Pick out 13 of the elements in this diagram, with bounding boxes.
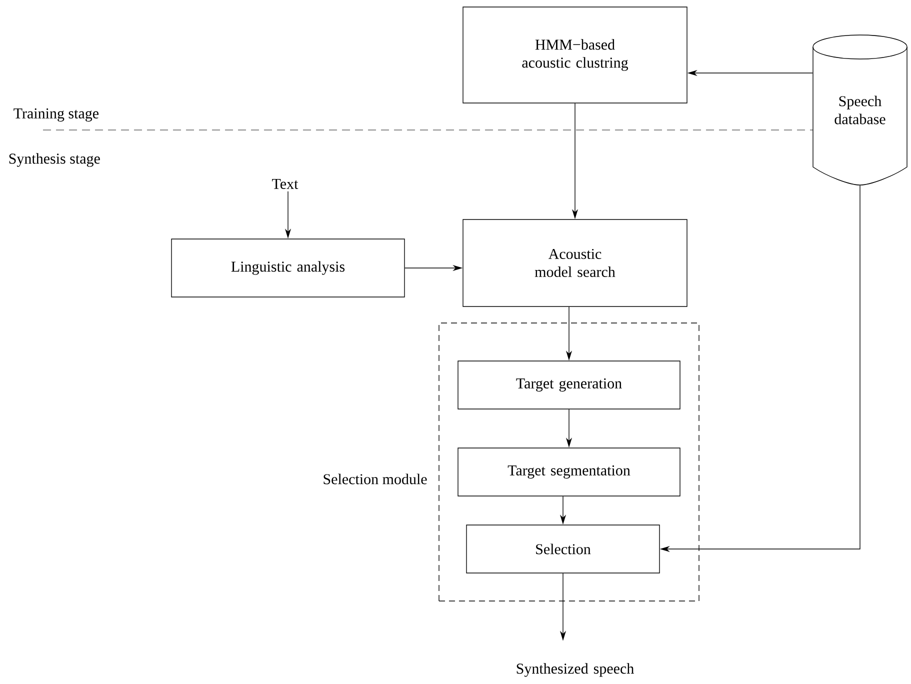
text-label: Synthesized speech <box>516 663 634 677</box>
node-label: Speech database <box>834 96 886 124</box>
process-box: Target segmentation <box>458 448 680 496</box>
process-box: Selection <box>466 524 660 574</box>
process-box: Target generation <box>458 360 680 410</box>
database-cylinder: Speech database <box>812 34 908 186</box>
stage-label: Synthesis stage <box>9 153 100 167</box>
process-box: Linguistic analysis <box>171 238 405 298</box>
process-box: Acoustic model search <box>462 219 688 307</box>
process-box: HMM−based acoustic clustring <box>462 6 688 104</box>
text-label: Text <box>272 179 298 189</box>
node-label: Selection module <box>324 474 427 484</box>
stage-label: Training stage <box>14 108 99 122</box>
